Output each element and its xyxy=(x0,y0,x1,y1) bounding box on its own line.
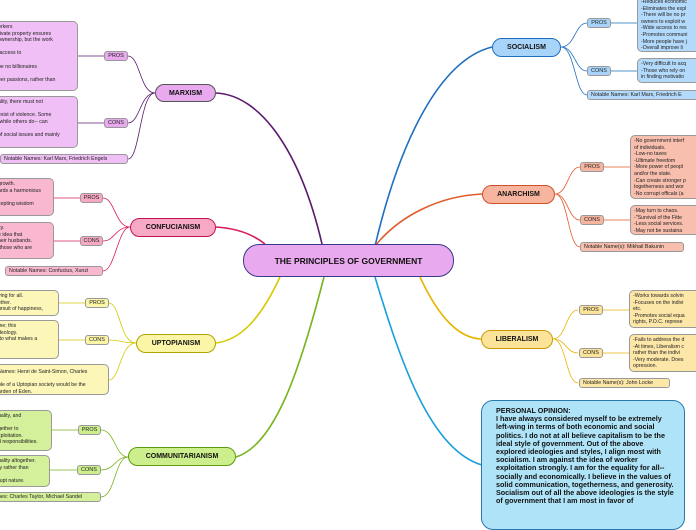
liberalism-pros-tag[interactable]: PROS xyxy=(579,305,603,315)
confucianism-cons-tag[interactable]: CONS xyxy=(80,236,103,246)
marxism-cons-tag[interactable]: CONS xyxy=(104,118,128,128)
anarchism-cons-box[interactable]: -May turn to chaos. -"Survival of the Fi… xyxy=(630,205,696,235)
anarchism-pros-box[interactable]: -No government interf of individuals. -L… xyxy=(630,135,696,199)
communitarianism-cons-tag[interactable]: CONS xyxy=(77,465,101,475)
uptopianism-pros-box[interactable]: ving for all. ether. ursuit of happiness… xyxy=(0,290,59,316)
topic-uptopianism[interactable]: UPTOPIANISM xyxy=(136,334,216,353)
communitarianism-notable-names[interactable]: nes: Charles Taylor, Michael Sandel xyxy=(0,492,101,502)
marxism-cons-box[interactable]: ality, there must not exist of violence.… xyxy=(0,96,78,148)
link-central-confucianism xyxy=(215,226,266,245)
socialism-pros-box[interactable]: -Reduces economic -Eliminates the expl -… xyxy=(637,0,696,52)
anarchism-cons-tag[interactable]: CONS xyxy=(580,215,604,225)
link-central-communitarianism xyxy=(235,276,325,458)
personal-opinion-title: PERSONAL OPINION: xyxy=(496,406,571,415)
confucianism-cons-box[interactable]: ity. e idea that heir husbands. those wh… xyxy=(0,222,54,259)
topic-anarchism[interactable]: ANARCHISM xyxy=(482,185,555,204)
uptopianism-notable-box[interactable]: Names: Henri de Saint-Simon, Charles ple… xyxy=(0,364,109,395)
confucianism-pros-tag[interactable]: PROS xyxy=(80,193,103,203)
marxism-notable-names[interactable]: Notable Names: Karl Marx, Friedrich Enge… xyxy=(0,154,128,164)
marxism-pros-box[interactable]: orkers rivate property ensures ownership… xyxy=(0,21,78,91)
link-central-anarchism xyxy=(374,193,483,247)
topic-marxism[interactable]: MARXISM xyxy=(155,84,216,102)
confucianism-pros-box[interactable]: growth. ards a harmonious cepting wisdom xyxy=(0,178,54,216)
central-topic[interactable]: THE PRINCIPLES OF GOVERNMENT xyxy=(243,244,454,277)
link-central-uptopianism xyxy=(215,276,281,344)
liberalism-cons-tag[interactable]: CONS xyxy=(579,348,603,358)
socialism-pros-tag[interactable]: PROS xyxy=(587,18,611,28)
confucianism-notable-names[interactable]: Notable Names: Confucius, Xunzi xyxy=(5,266,103,276)
link-central-opinion xyxy=(374,276,483,466)
uptopianism-cons-tag[interactable]: CONS xyxy=(85,335,109,345)
uptopianism-cons-box[interactable]: me; this deology. to what makes a xyxy=(0,320,59,359)
communitarianism-cons-box[interactable]: uality altogether. ty rather than rupt n… xyxy=(0,455,50,487)
topic-confucianism[interactable]: CONFUCIANISM xyxy=(130,218,216,237)
communitarianism-pros-tag[interactable]: PROS xyxy=(78,425,101,435)
liberalism-pros-box[interactable]: -Works towards solvin -Focuses on the in… xyxy=(629,290,696,328)
topic-communitarianism[interactable]: COMMUNITARIANISM xyxy=(128,447,236,466)
socialism-cons-box[interactable]: -Very difficult to acq -Those who rely o… xyxy=(637,58,696,83)
marxism-pros-tag[interactable]: PROS xyxy=(104,51,128,61)
link-central-marxism xyxy=(215,92,323,245)
topic-liberalism[interactable]: LIBERALISM xyxy=(481,330,553,349)
communitarianism-pros-box[interactable]: uality, and gether to xploitation. d res… xyxy=(0,410,52,451)
socialism-notable-names[interactable]: Notable Names: Karl Marx, Friedrich E xyxy=(587,90,696,100)
anarchism-notable-names[interactable]: Notable Name(s): Mikhail Bakunin xyxy=(580,242,684,252)
topic-socialism[interactable]: SOCIALISM xyxy=(492,38,561,57)
link-central-socialism xyxy=(374,46,493,247)
personal-opinion-text: I have always considered myself to be ex… xyxy=(496,414,674,506)
liberalism-cons-box[interactable]: -Fails to address the d -At times, Liber… xyxy=(629,334,696,372)
liberalism-notable-names[interactable]: Notable Name(s): John Locke xyxy=(579,378,670,388)
link-central-liberalism xyxy=(419,276,482,340)
socialism-cons-tag[interactable]: CONS xyxy=(587,66,611,76)
personal-opinion-box[interactable]: PERSONAL OPINION: I have always consider… xyxy=(481,400,685,530)
anarchism-pros-tag[interactable]: PROS xyxy=(580,162,604,172)
uptopianism-pros-tag[interactable]: PROS xyxy=(85,298,109,308)
